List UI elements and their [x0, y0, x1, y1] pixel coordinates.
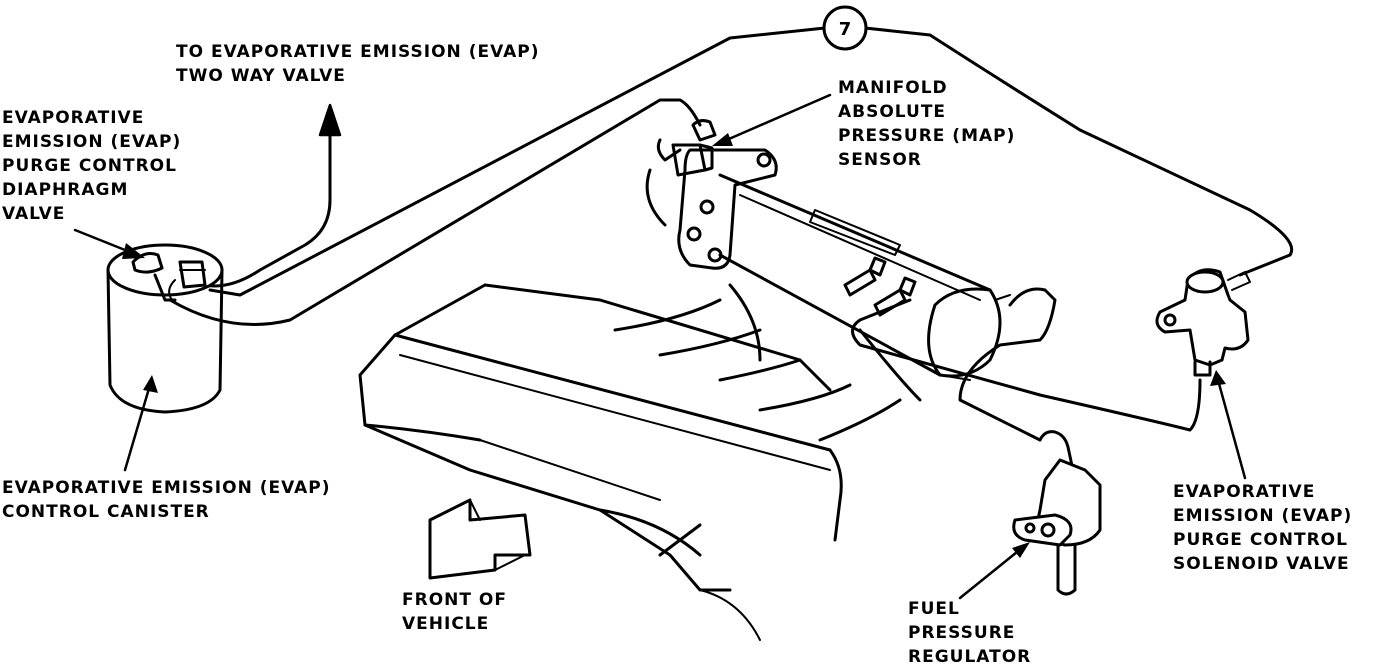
- label-line: EVAPORATIVE: [2, 108, 145, 128]
- label-control-canister: EVAPORATIVE EMISSION (EVAP) CONTROL CANI…: [2, 476, 331, 524]
- label-line: FUEL: [908, 599, 960, 619]
- label-line: EMISSION (EVAP): [2, 132, 182, 152]
- leader-lines: [73, 93, 1247, 600]
- vacuum-hoses: [168, 26, 1293, 442]
- label-line: ABSOLUTE: [838, 102, 947, 122]
- label-purge-diaphragm-valve: EVAPORATIVE EMISSION (EVAP) PURGE CONTRO…: [2, 106, 181, 226]
- intake-plenum: [358, 283, 843, 641]
- purge-solenoid-valve: [1155, 268, 1251, 377]
- badge-text: 7: [839, 19, 852, 40]
- label-line: EVAPORATIVE EMISSION (EVAP): [2, 478, 331, 498]
- label-line: PURGE CONTROL: [2, 156, 177, 176]
- label-line: FRONT OF: [402, 590, 507, 610]
- label-line: PURGE CONTROL: [1173, 530, 1348, 550]
- label-line: DIAPHRAGM: [2, 180, 129, 200]
- label-line: PRESSURE: [908, 623, 1016, 643]
- label-map-sensor: MANIFOLD ABSOLUTE PRESSURE (MAP) SENSOR: [838, 76, 1015, 172]
- label-line: REGULATOR: [908, 647, 1032, 667]
- intake-runners: [613, 283, 922, 442]
- label-line: VEHICLE: [402, 614, 490, 634]
- front-arrow: [428, 498, 532, 580]
- label-line: MANIFOLD: [838, 78, 948, 98]
- vacuum-nipples: [843, 256, 917, 317]
- fuel-pressure-regulator: [1012, 430, 1102, 596]
- label-front-of-vehicle: FRONT OF VEHICLE: [402, 588, 507, 636]
- label-line: SENSOR: [838, 150, 922, 170]
- label-line: CONTROL CANISTER: [2, 502, 210, 522]
- throttle-flange: [645, 138, 778, 270]
- label-line: VALVE: [2, 204, 66, 224]
- label-line: TWO WAY VALVE: [176, 66, 346, 86]
- evap-canister: [106, 243, 224, 414]
- label-line: EMISSION (EVAP): [1173, 506, 1353, 526]
- label-fuel-pressure-regulator: FUEL PRESSURE REGULATOR: [908, 597, 1031, 669]
- label-line: PRESSURE (MAP): [838, 126, 1016, 146]
- map-sensor: [671, 119, 717, 177]
- label-purge-solenoid-valve: EVAPORATIVE EMISSION (EVAP) PURGE CONTRO…: [1173, 480, 1352, 576]
- label-line: EVAPORATIVE: [1173, 482, 1316, 502]
- label-line: SOLENOID VALVE: [1173, 554, 1350, 574]
- hose-number-badge: 7: [822, 5, 868, 51]
- label-two-way-valve: TO EVAPORATIVE EMISSION (EVAP) TWO WAY V…: [176, 40, 539, 88]
- throttle-body: [718, 173, 1002, 381]
- label-line: TO EVAPORATIVE EMISSION (EVAP): [176, 42, 540, 62]
